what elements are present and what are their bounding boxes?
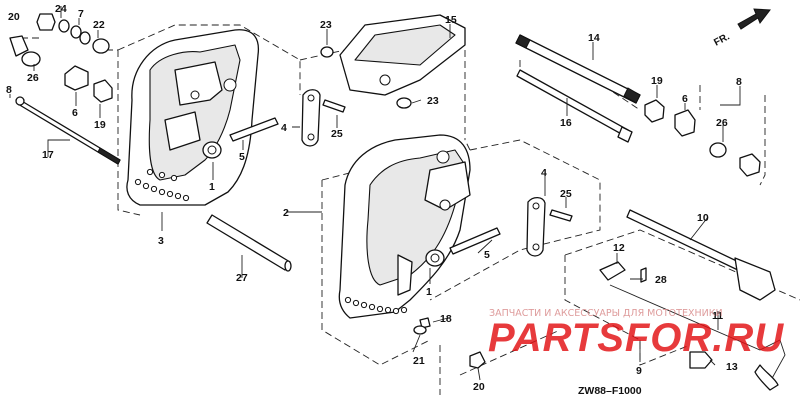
shafts bbox=[15, 34, 786, 391]
callout-25-left: 25 bbox=[331, 128, 343, 140]
front-arrow-icon bbox=[737, 8, 771, 30]
callout-10: 10 bbox=[697, 212, 709, 224]
callout-labels: 20 24 7 22 26 8 6 19 17 3 1 5 4 25 23 23… bbox=[6, 3, 742, 393]
callout-19-left: 19 bbox=[94, 119, 106, 131]
callout-6-left: 6 bbox=[72, 107, 78, 119]
front-direction-indicator: FR. bbox=[712, 8, 771, 49]
callout-24: 24 bbox=[55, 3, 67, 15]
callout-26-left: 26 bbox=[27, 72, 39, 84]
callout-4-left: 4 bbox=[281, 122, 287, 134]
callout-22: 22 bbox=[93, 19, 105, 31]
callout-15: 15 bbox=[445, 14, 457, 26]
callout-17: 17 bbox=[42, 149, 54, 161]
callout-5-right: 5 bbox=[484, 249, 490, 261]
callout-4-right: 4 bbox=[541, 167, 547, 179]
callout-21: 21 bbox=[413, 355, 425, 367]
callout-3: 3 bbox=[158, 235, 164, 247]
callout-19-right: 19 bbox=[651, 75, 663, 87]
callout-14: 14 bbox=[588, 32, 600, 44]
leader-lines bbox=[9, 6, 741, 381]
callout-27: 27 bbox=[236, 272, 248, 284]
callout-26-right: 26 bbox=[716, 117, 728, 129]
hardware bbox=[9, 13, 761, 369]
callout-1-right: 1 bbox=[426, 286, 432, 298]
bracket-left-holes bbox=[134, 168, 190, 202]
watermark: ЗАПЧАСТИ И АКСЕССУАРЫ ДЛЯ МОТОТЕХНИКИ PA… bbox=[488, 308, 784, 360]
callout-12: 12 bbox=[613, 242, 625, 254]
callout-23-lower: 23 bbox=[427, 95, 439, 107]
callout-9: 9 bbox=[636, 365, 642, 377]
callout-8-left: 8 bbox=[6, 84, 12, 96]
stern-bracket-left bbox=[126, 29, 260, 206]
callout-2: 2 bbox=[283, 207, 289, 219]
callout-20-upper: 20 bbox=[8, 11, 20, 23]
bracket-right-holes bbox=[344, 296, 408, 315]
callout-25-right: 25 bbox=[560, 188, 572, 200]
callout-16: 16 bbox=[560, 117, 572, 129]
callout-28: 28 bbox=[655, 274, 667, 286]
callout-20-lower: 20 bbox=[473, 381, 485, 393]
callout-1-left: 1 bbox=[209, 181, 215, 193]
stern-bracket-right bbox=[338, 134, 471, 319]
callout-6-right: 6 bbox=[682, 93, 688, 105]
callout-23-upper: 23 bbox=[320, 19, 332, 31]
callout-11: 11 bbox=[712, 310, 723, 322]
watermark-brand: PARTSFOR.RU bbox=[488, 316, 784, 360]
callout-5-left: 5 bbox=[239, 151, 245, 163]
callout-8-right: 8 bbox=[736, 76, 742, 88]
diagram-code: ZW88–F1000 bbox=[578, 385, 642, 397]
callout-18: 18 bbox=[440, 313, 452, 325]
front-label: FR. bbox=[712, 31, 732, 48]
callout-7: 7 bbox=[78, 8, 84, 20]
callout-13: 13 bbox=[726, 361, 738, 373]
watermark-caption: ЗАПЧАСТИ И АКСЕССУАРЫ ДЛЯ МОТОТЕХНИКИ bbox=[489, 308, 723, 319]
